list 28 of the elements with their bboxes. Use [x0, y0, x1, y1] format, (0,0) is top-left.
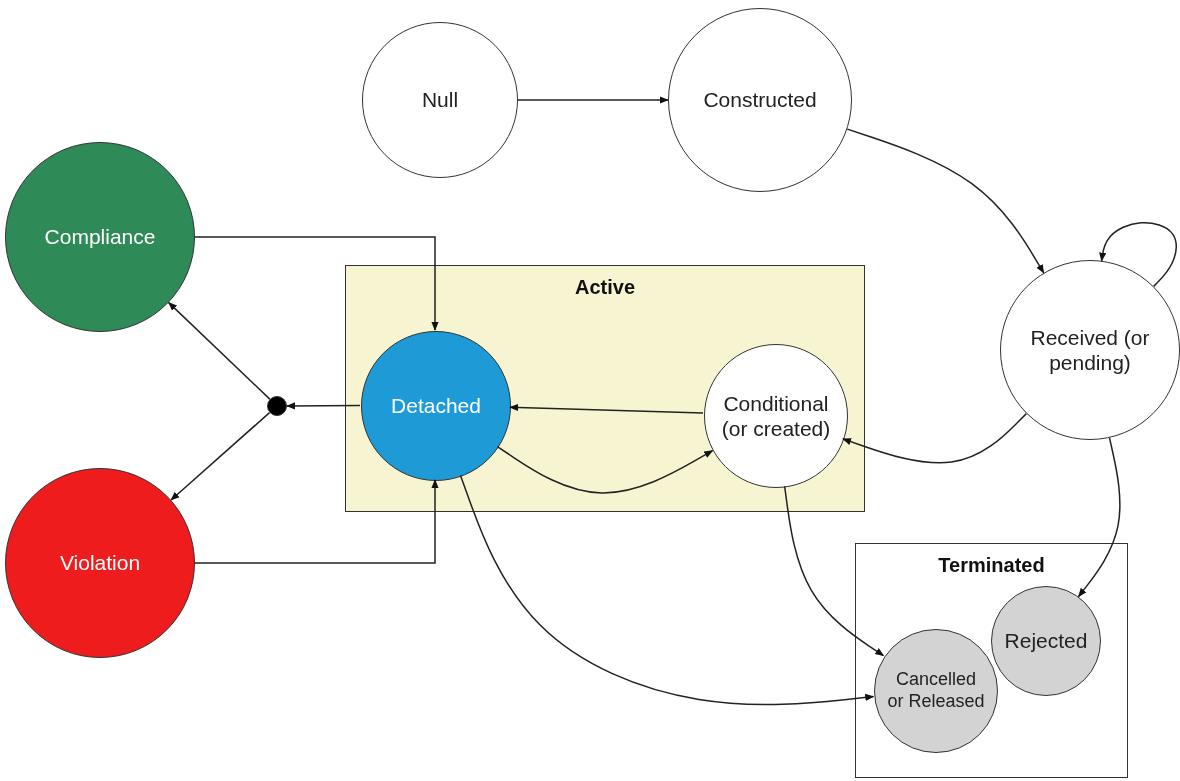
arrow — [170, 411, 271, 501]
arrow — [496, 445, 714, 494]
arrow — [194, 479, 439, 564]
arrow — [1099, 221, 1177, 288]
group-heading: Active — [574, 276, 636, 299]
state-label: Cancelled or Released — [886, 669, 986, 713]
state-label: Violation — [59, 550, 141, 576]
state-group-box — [345, 265, 865, 512]
state-label: Constructed — [703, 87, 817, 113]
arrow — [167, 301, 271, 400]
group-heading: Terminated — [937, 554, 1046, 577]
arrow — [842, 412, 1028, 464]
arrow — [846, 128, 1045, 274]
state-label: Compliance — [44, 224, 156, 250]
state-label: Rejected — [1004, 628, 1088, 654]
state-label: Conditional (or created) — [720, 390, 832, 442]
arrow — [783, 485, 885, 657]
state-label: Received (or pending) — [1029, 324, 1151, 376]
state-label: Detached — [391, 393, 481, 419]
state-group-box — [855, 543, 1128, 778]
state-label: Null — [421, 87, 459, 113]
arrow — [517, 96, 669, 104]
junction-dot — [267, 396, 287, 416]
arrow — [194, 236, 439, 331]
arrow — [286, 402, 361, 410]
arrow — [509, 403, 704, 414]
arrow — [1077, 437, 1121, 598]
arrow — [459, 474, 875, 706]
